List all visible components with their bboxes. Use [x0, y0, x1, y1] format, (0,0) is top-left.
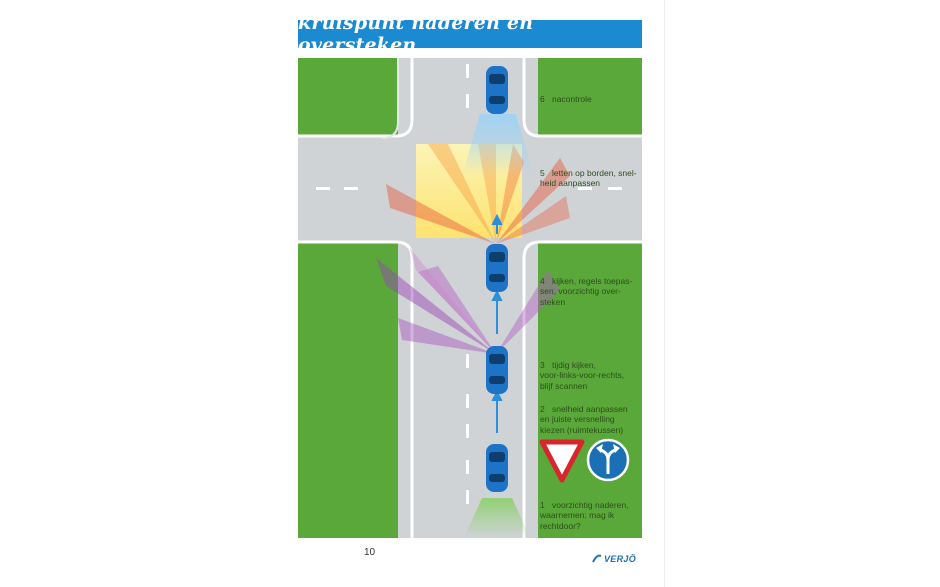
logo-swoosh-icon	[592, 554, 602, 563]
yield-sign-icon	[539, 439, 585, 483]
straight-or-left-right-sign-icon	[586, 438, 630, 482]
page-number: 10	[364, 547, 376, 558]
curb-lines	[298, 58, 642, 538]
car-step-5	[486, 244, 508, 292]
intersection-illustration	[298, 58, 642, 538]
view-cones-step-3	[376, 248, 560, 354]
view-cone-step-6	[462, 114, 534, 176]
step-3-description: tijdig kijken, voor-links-voor-rechts, b…	[540, 359, 625, 391]
direction-arrows	[491, 213, 503, 433]
view-cones-step-5	[386, 144, 570, 244]
title-banner: kruispunt naderen en oversteken	[298, 12, 642, 56]
step-3-number: 3	[540, 359, 545, 370]
view-cone-step-1	[464, 498, 530, 538]
step-1-number: 1	[540, 499, 545, 510]
car-step-6	[486, 66, 508, 114]
logo-text: VERJÖ	[604, 554, 637, 564]
step-2-number: 2	[540, 403, 545, 414]
step-4-number: 4	[540, 275, 545, 286]
step-4-description: kijken, regels toepas- sen, voorzichtig …	[540, 275, 633, 307]
step-1-description: voorzichtig naderen, waarnemen: mag ik r…	[540, 499, 629, 531]
publisher-logo: VERJÖ	[592, 554, 636, 564]
step-6-number: 6	[540, 94, 545, 104]
step-6-text: 6 nacontrole	[540, 94, 592, 105]
step-2-description: snelheid aanpassen en juiste versnelling…	[540, 403, 628, 435]
car-step-3	[486, 346, 508, 394]
step-5-number: 5	[540, 167, 545, 178]
page-title: kruispunt naderen en oversteken	[298, 12, 534, 56]
page-edge-divider	[664, 0, 665, 587]
step-5-description: letten op borden, snel- heid aanpassen	[540, 167, 637, 189]
step-6-description: nacontrole	[552, 94, 592, 104]
car-step-1	[486, 444, 508, 492]
road-shoulders	[381, 58, 399, 139]
center-line-markings	[316, 64, 622, 504]
